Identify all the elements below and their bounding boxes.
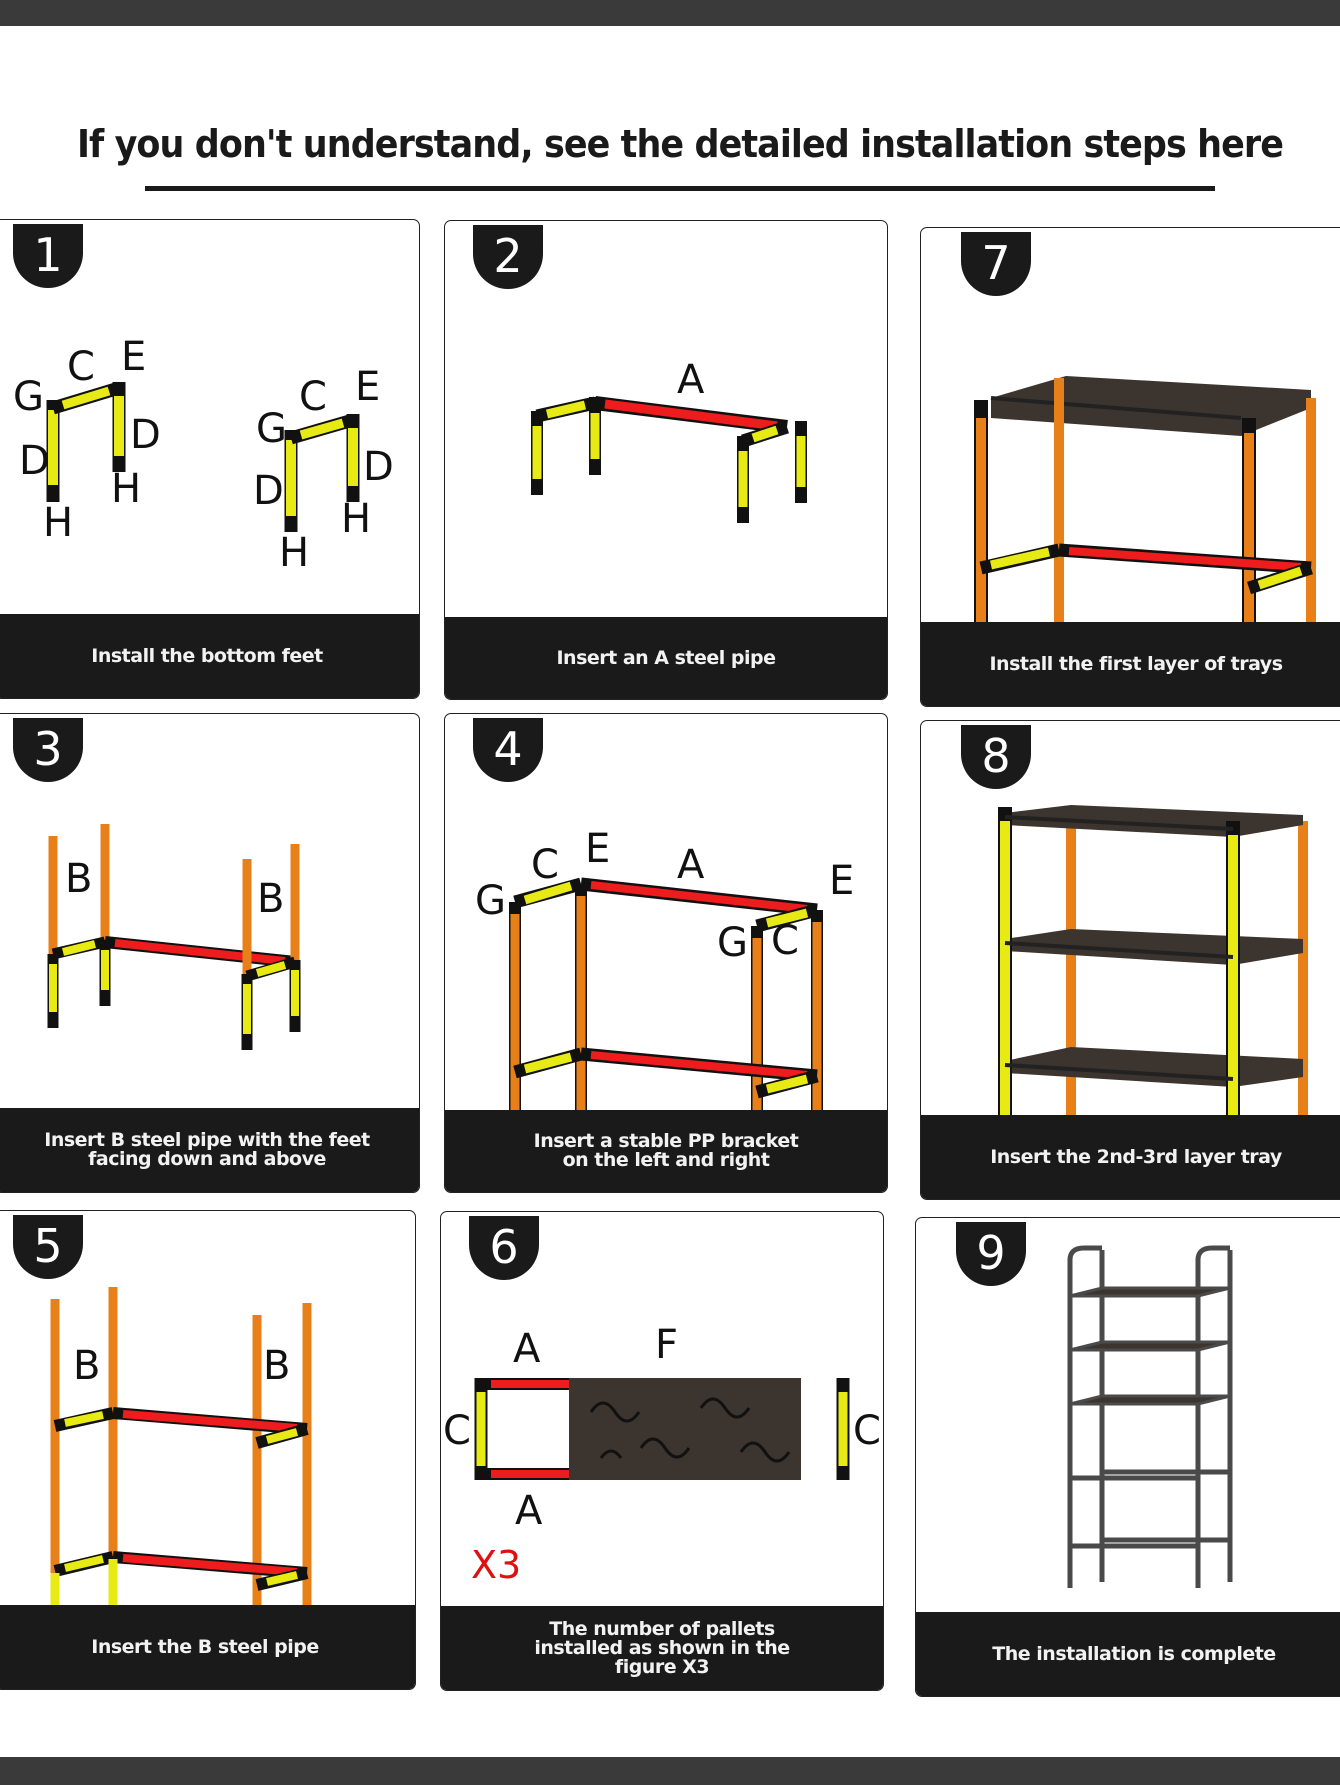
step-panel-1: 1 G C E D D H H G C E D D H H [0, 219, 420, 699]
tray-f [569, 1378, 801, 1480]
label-d: D [19, 438, 50, 484]
step-caption: Insert a stable PP bracket on the left a… [445, 1110, 887, 1192]
step-caption: The installation is complete [916, 1612, 1340, 1696]
step-9-diagram [1067, 1245, 1233, 1588]
step-number-badge: 9 [956, 1222, 1026, 1286]
label-h: H [43, 500, 73, 546]
step-number-badge: 7 [961, 232, 1031, 296]
label-c: C [771, 918, 799, 964]
step-panel-9: 9 The installation is complete [915, 1217, 1340, 1697]
pipe-a [604, 399, 778, 431]
step-panel-3: 3 B B Insert B steel pipe with the feet … [0, 713, 420, 1193]
label-f: F [655, 1322, 678, 1368]
step-7-diagram [974, 376, 1316, 628]
tray [991, 376, 1311, 436]
label-c: C [443, 1408, 471, 1454]
label-b: B [257, 876, 284, 922]
label-e: E [121, 334, 146, 380]
label-c: C [531, 842, 559, 888]
label-a: A [513, 1326, 541, 1372]
label-a: A [515, 1488, 543, 1534]
label-c: C [67, 344, 95, 390]
label-b: B [263, 1343, 290, 1389]
label-b: B [73, 1343, 100, 1389]
label-a: A [677, 357, 705, 403]
label-g: G [256, 406, 287, 452]
step-5-diagram: B B [50, 1287, 312, 1611]
step-panel-5: 5 B B Insert the B steel pipe [0, 1210, 416, 1690]
step-caption: Insert B steel pipe with the feet facing… [0, 1108, 419, 1192]
step-number-badge: 6 [469, 1216, 539, 1280]
title-underline [145, 186, 1215, 191]
label-e: E [355, 364, 380, 410]
label-g: G [13, 374, 44, 420]
label-e: E [585, 826, 610, 872]
label-d: D [363, 444, 394, 490]
step-caption: Insert the 2nd-3rd layer tray [921, 1115, 1340, 1199]
step-4-diagram: G C E A E G C [475, 826, 854, 1114]
label-g: G [717, 920, 748, 966]
step-caption: Install the first layer of trays [921, 622, 1340, 706]
label-d: D [253, 468, 284, 514]
top-bar [0, 0, 1340, 26]
label-h: H [279, 530, 309, 576]
label-g: G [475, 878, 506, 924]
finished-shelf [1067, 1245, 1233, 1588]
label-c: C [299, 374, 327, 420]
step-panel-7: 7 Install the first layer of trays [920, 227, 1340, 707]
label-c: C [853, 1408, 881, 1454]
step-panel-4: 4 G C E A E G C Insert a stable PP brack… [444, 713, 888, 1193]
step-panel-6: 6 A F C C A X3 The number of pallets ins… [440, 1211, 884, 1691]
step-number-badge: 5 [13, 1215, 83, 1279]
multiplier-label: X3 [471, 1543, 521, 1587]
page-title: If you don't understand, see the detaile… [76, 122, 1284, 166]
step-caption: Insert an A steel pipe [445, 617, 887, 699]
step-caption: Insert the B steel pipe [0, 1605, 415, 1689]
step-panel-8: 8 Insert the 2nd-3rd layer tray [920, 720, 1340, 1200]
step-number-badge: 8 [961, 725, 1031, 789]
step-3-diagram: B B [47, 824, 301, 1050]
label-h: H [341, 496, 371, 542]
step-number-badge: 3 [13, 718, 83, 782]
bottom-bar [0, 1757, 1340, 1785]
label-h: H [111, 466, 141, 512]
step-caption: The number of pallets installed as shown… [441, 1606, 883, 1690]
step-number-badge: 4 [473, 718, 543, 782]
label-e: E [829, 858, 854, 904]
step-number-badge: 2 [473, 225, 543, 289]
label-d: D [130, 412, 161, 458]
step-number-badge: 1 [13, 224, 83, 288]
step-6-diagram: A F C C A X3 [443, 1322, 881, 1587]
step-1-diagram: G C E D D H H G C E D D H H [13, 334, 394, 576]
step-panel-2: 2 A Insert an A steel pipe [444, 220, 888, 700]
label-a: A [677, 842, 705, 888]
step-caption: Install the bottom feet [0, 614, 419, 698]
label-b: B [65, 856, 92, 902]
step-2-diagram: A [531, 357, 807, 523]
step-8-diagram [998, 805, 1308, 1121]
